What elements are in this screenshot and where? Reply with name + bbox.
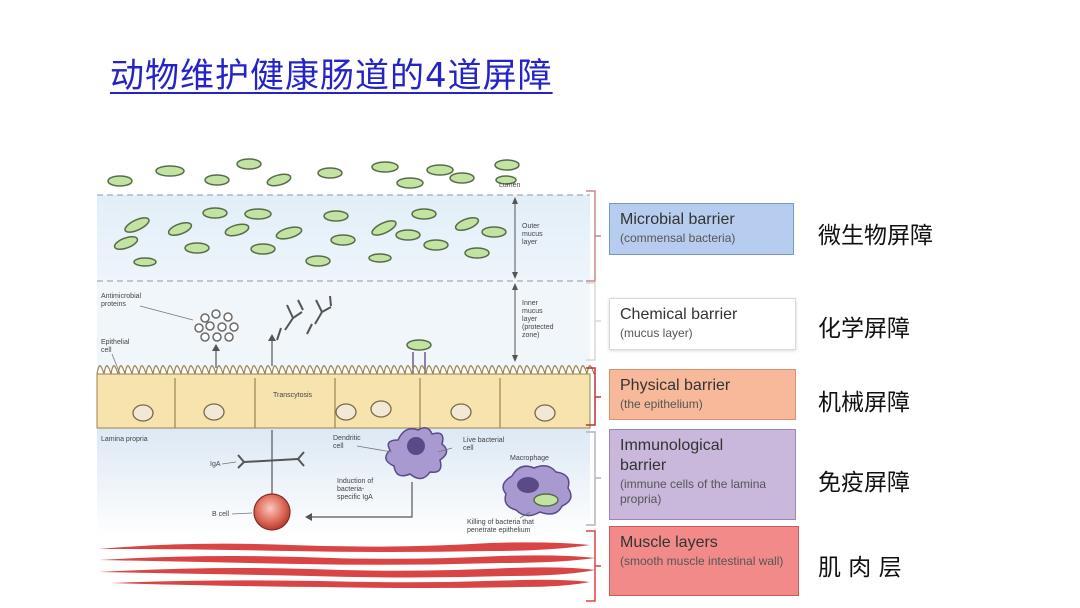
immunological-barrier-box: Immunological barrier (immune cells of t… xyxy=(609,429,796,520)
b-cell-label: B cell xyxy=(212,511,230,518)
svg-text:bacteria-: bacteria- xyxy=(337,486,365,493)
muscle-layers-heading: Muscle layers xyxy=(620,534,718,551)
outer-mucus-arrowhead-bottom xyxy=(512,272,518,279)
inner-mucus-label: Inner mucus layer (protected zone) xyxy=(522,300,554,339)
physical-barrier-cn: 机械屏障 xyxy=(818,390,910,416)
macrophage-cell xyxy=(502,465,572,517)
killing-label: Killing of bacteria that penetrate epith… xyxy=(467,519,534,534)
muscle-layers-cn: 肌 肉 层 xyxy=(818,555,902,581)
b-cell xyxy=(253,493,291,531)
muscle-layers xyxy=(99,542,595,588)
iga-antibodies-mucus xyxy=(276,295,332,341)
section-brackets xyxy=(586,190,601,602)
antimicrobial-pointer xyxy=(139,305,194,321)
microbial-barrier-box: Microbial barrier (commensal bacteria) xyxy=(609,203,794,255)
svg-text:Induction of: Induction of xyxy=(337,478,373,485)
svg-text:layer: layer xyxy=(522,316,538,323)
iga-pointer xyxy=(221,461,237,465)
antimicrobial-proteins xyxy=(194,309,239,342)
iga-label: IgA xyxy=(210,461,221,468)
chemical-barrier-cn: 化学屏障 xyxy=(818,316,910,342)
svg-text:cell: cell xyxy=(463,445,474,452)
antimicrobial-arrowhead xyxy=(212,344,220,351)
svg-text:specific IgA: specific IgA xyxy=(337,494,373,501)
transcytosis-label: Transcytosis xyxy=(273,392,313,399)
svg-text:mucus: mucus xyxy=(522,308,543,315)
epithelium xyxy=(96,365,595,429)
induction-label: Induction of bacteria- specific IgA xyxy=(337,478,373,501)
page-title: 动物维护健康肠道的4道屏障 xyxy=(110,56,553,96)
svg-text:penetrate epithelium: penetrate epithelium xyxy=(467,527,531,534)
dendritic-pointer xyxy=(356,445,393,453)
mucus-bacteria xyxy=(113,207,507,267)
inner-mucus-arrowhead-top xyxy=(512,283,518,290)
macrophage-nucleus xyxy=(517,477,539,493)
b-cell-pointer xyxy=(231,512,253,515)
microbial-barrier-sub: (commensal bacteria) xyxy=(620,231,736,245)
svg-text:Killing of bacteria that: Killing of bacteria that xyxy=(467,519,534,526)
svg-text:Epithelial: Epithelial xyxy=(101,339,130,346)
live-bacterial-label: Live bacterial cell xyxy=(463,437,505,452)
chemical-barrier-box: Chemical barrier (mucus layer) xyxy=(609,298,796,350)
microbial-barrier-cn: 微生物屏障 xyxy=(818,223,933,249)
chemical-barrier-heading: Chemical barrier xyxy=(620,306,738,323)
svg-text:zone): zone) xyxy=(522,332,540,339)
inner-mucus-layer xyxy=(97,281,590,369)
physical-barrier-box: Physical barrier (the epithelium) xyxy=(609,369,796,420)
epithelial-label: Epithelial cell xyxy=(101,339,130,354)
iga-antibody-lamina xyxy=(237,451,305,469)
physical-barrier-heading: Physical barrier xyxy=(620,377,731,394)
svg-text:Live bacterial: Live bacterial xyxy=(463,437,505,444)
chemical-barrier-sub: (mucus layer) xyxy=(620,326,693,340)
probing-bacterium xyxy=(406,339,432,351)
outer-mucus-label: Outer mucus layer xyxy=(522,223,543,246)
svg-text:cell: cell xyxy=(333,443,344,450)
immunological-barrier-sub: (immune cells of the lamina propria) xyxy=(620,477,767,506)
dendritic-nucleus xyxy=(407,437,425,455)
lumen-bacteria xyxy=(107,158,520,189)
outer-mucus-arrowhead-top xyxy=(512,197,518,204)
svg-text:Dendritic: Dendritic xyxy=(333,435,361,442)
svg-text:Inner: Inner xyxy=(522,300,539,307)
svg-text:cell: cell xyxy=(101,347,112,354)
lumen-label: Lumen xyxy=(499,182,521,189)
immunological-barrier-heading: Immunological barrier xyxy=(620,437,724,474)
muscle-layers-box: Muscle layers (smooth muscle intestinal … xyxy=(609,526,799,596)
muscle-layers-sub: (smooth muscle intestinal wall) xyxy=(620,554,784,568)
live-bacterial-pointer xyxy=(437,447,453,453)
antimicrobial-label: Antimicrobial proteins xyxy=(101,293,142,308)
engulfed-bacterium xyxy=(533,493,559,507)
svg-text:Outer: Outer xyxy=(522,223,540,230)
transcytosis-up-arrowhead xyxy=(268,334,276,341)
induction-arrow xyxy=(312,482,413,518)
induction-arrowhead xyxy=(305,513,312,521)
svg-text:proteins: proteins xyxy=(101,301,126,308)
svg-text:(protected: (protected xyxy=(522,324,554,331)
immunological-barrier-cn: 免疫屏障 xyxy=(818,470,910,496)
microbial-barrier-heading: Microbial barrier xyxy=(620,211,735,228)
svg-text:mucus: mucus xyxy=(522,231,543,238)
dendritic-label: Dendritic cell xyxy=(333,435,361,450)
killing-pointer xyxy=(519,511,531,519)
svg-text:Antimicrobial: Antimicrobial xyxy=(101,293,142,300)
macrophage-label: Macrophage xyxy=(510,455,549,462)
physical-barrier-sub: (the epithelium) xyxy=(620,397,703,411)
inner-mucus-arrowhead-bottom xyxy=(512,355,518,362)
svg-text:layer: layer xyxy=(522,239,538,246)
lamina-propria-label: Lamina propria xyxy=(101,436,148,443)
